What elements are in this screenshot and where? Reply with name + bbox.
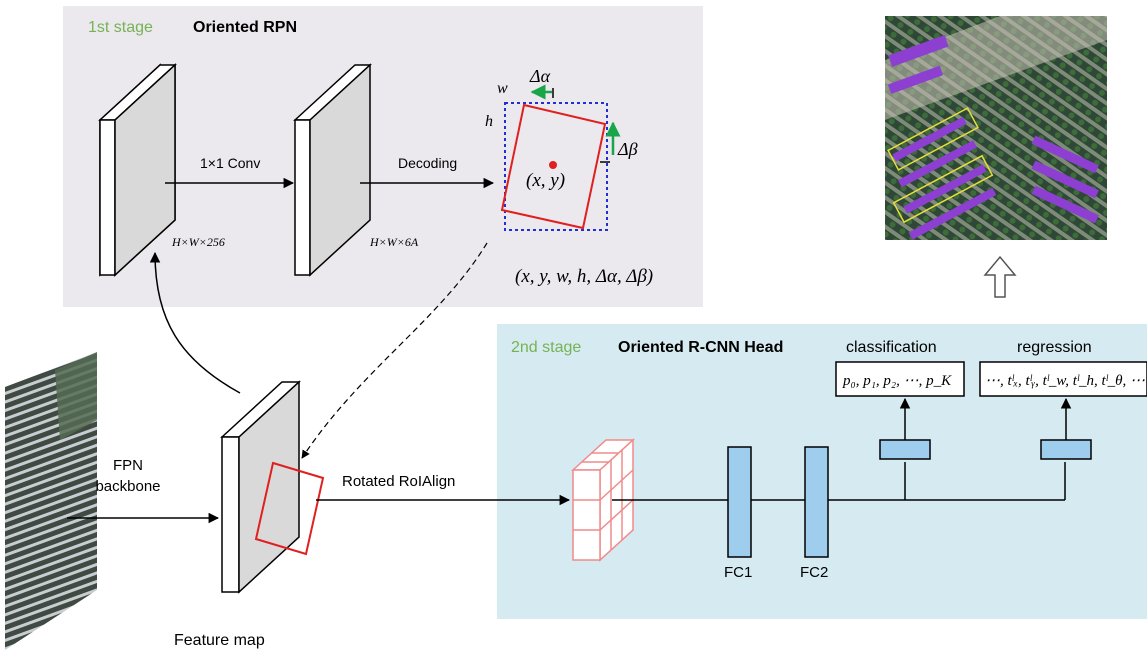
center-point [549, 161, 557, 169]
stage1-label: 1st stage [88, 19, 153, 36]
output-up-arrow [983, 255, 1017, 298]
delta-alpha-label: Δα [529, 66, 551, 86]
box-height-label: h [485, 113, 493, 130]
stage2-label: 2nd stage [511, 339, 581, 356]
params-label: (x, y, w, h, Δα, Δβ) [515, 266, 653, 287]
classification-formula: p₀, p₁, p₂, ⋯, p_K [842, 373, 952, 389]
stage2-title: Oriented R-CNN Head [618, 339, 783, 356]
cls-fc-layer [879, 439, 931, 460]
feature2-dims: H×W×6A [369, 235, 419, 249]
classification-label: classification [846, 339, 937, 356]
classification-output-box [835, 361, 965, 397]
feature1-dims: H×W×256 [171, 235, 225, 249]
feature-map-label: Feature map [174, 632, 265, 649]
feature-map-block [220, 380, 301, 594]
input-aerial-image [5, 352, 97, 650]
fc2-label: FC2 [800, 564, 828, 581]
horizontal-box [504, 102, 608, 231]
fpn-label-line1: FPN [113, 457, 143, 474]
rpn-feature-block-2 [293, 63, 372, 277]
decoding-label: Decoding [398, 155, 457, 171]
fc2-layer [804, 446, 829, 558]
center-label: (x, y) [526, 170, 565, 191]
feature-to-rpn-arrow [149, 251, 241, 394]
delta-beta-label: Δβ [617, 139, 638, 159]
fc1-layer [727, 446, 752, 558]
proposal-dashed-arrow [301, 242, 488, 459]
regression-formula: ⋯, tˡₓ, tˡᵧ, tˡ_w, tˡ_h, tˡ_θ, ⋯ [985, 373, 1145, 389]
fc1-label: FC1 [724, 564, 752, 581]
box-width-label: w [497, 80, 508, 97]
roialign-label: Rotated RoIAlign [342, 473, 455, 490]
fpn-label-line2: backbone [95, 478, 160, 495]
rotated-roi-box [254, 461, 325, 556]
reg-fc-layer [1040, 439, 1092, 460]
oriented-box [500, 103, 607, 230]
conv-label: 1×1 Conv [200, 155, 260, 171]
regression-output-box [979, 361, 1147, 397]
rpn-feature-block-1 [98, 63, 177, 277]
result-aerial-image [885, 16, 1107, 240]
stage1-title: Oriented RPN [193, 19, 297, 36]
regression-label: regression [1017, 339, 1092, 356]
